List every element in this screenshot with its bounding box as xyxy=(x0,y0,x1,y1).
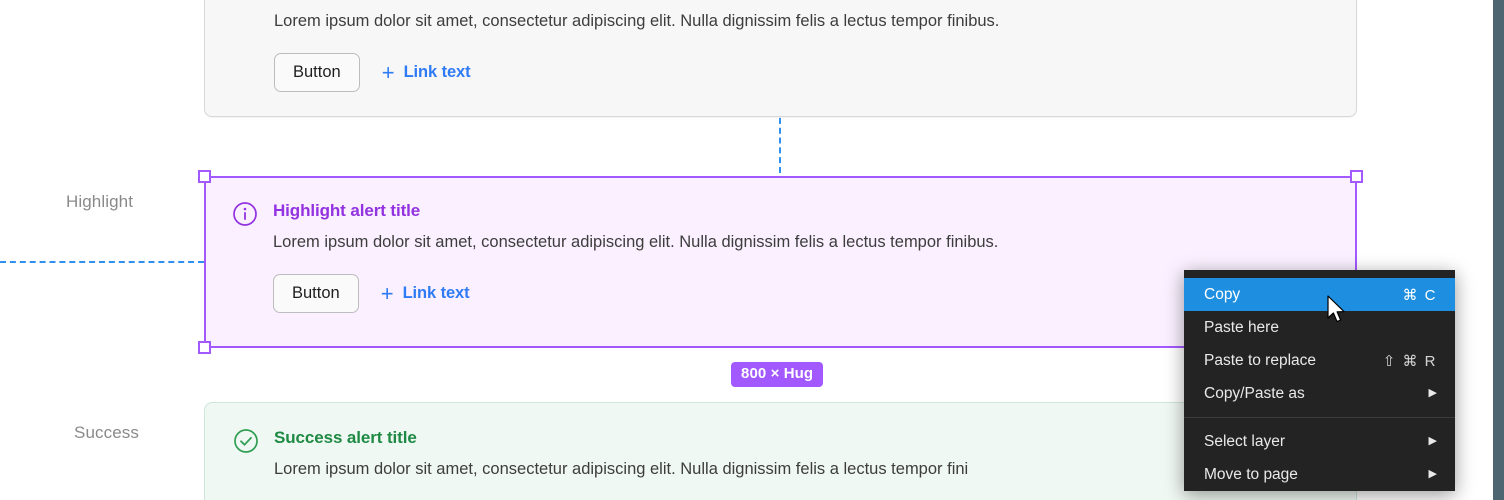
context-menu-item-paste-to-replace[interactable]: Paste to replace ⇧ ⌘ R xyxy=(1184,344,1455,377)
context-menu-item-copy[interactable]: Copy ⌘ C xyxy=(1184,278,1455,311)
alert-card-highlight[interactable]: Highlight alert title Lorem ipsum dolor … xyxy=(204,176,1357,348)
alert-card-neutral[interactable]: Lorem ipsum dolor sit amet, consectetur … xyxy=(204,0,1357,117)
context-menu-item-move-to-page[interactable]: Move to page ▶ xyxy=(1184,458,1455,491)
info-circle-icon xyxy=(232,201,258,227)
context-menu-item-label: Copy/Paste as xyxy=(1204,384,1305,402)
context-menu-item-label: Move to page xyxy=(1204,465,1298,483)
resize-handle-top-right[interactable] xyxy=(1350,170,1363,183)
plus-icon: + xyxy=(381,59,395,85)
alert-card-highlight-selection[interactable]: Highlight alert title Lorem ipsum dolor … xyxy=(198,170,1363,354)
check-circle-icon xyxy=(233,428,259,454)
alert-link-label: Link text xyxy=(403,63,471,81)
alert-title: Success alert title xyxy=(274,428,417,447)
right-edge-strip xyxy=(1493,0,1504,500)
size-badge: 800 × Hug xyxy=(731,362,824,387)
context-menu-item-select-layer[interactable]: Select layer ▶ xyxy=(1184,425,1455,458)
alert-card-success[interactable]: Success alert title Lorem ipsum dolor si… xyxy=(204,402,1357,500)
resize-handle-bottom-left[interactable] xyxy=(198,341,211,354)
context-menu-item-paste-here[interactable]: Paste here xyxy=(1184,311,1455,344)
plus-icon: + xyxy=(380,280,394,306)
alert-title: Highlight alert title xyxy=(273,201,421,220)
context-menu-item-label: Select layer xyxy=(1204,432,1285,450)
context-menu[interactable]: Copy ⌘ C Paste here Paste to replace ⇧ ⌘… xyxy=(1184,270,1455,491)
alert-description: Lorem ipsum dolor sit amet, consectetur … xyxy=(274,12,1000,30)
context-menu-item-copy-paste-as[interactable]: Copy/Paste as ▶ xyxy=(1184,377,1455,410)
alert-button[interactable]: Button xyxy=(273,274,359,313)
context-menu-item-label: Copy xyxy=(1204,285,1241,303)
chevron-right-icon: ▶ xyxy=(1428,468,1437,480)
context-menu-item-label: Paste to replace xyxy=(1204,351,1317,369)
alert-description: Lorem ipsum dolor sit amet, consectetur … xyxy=(274,460,969,478)
alert-link[interactable]: + Link text xyxy=(381,59,471,85)
alert-button[interactable]: Button xyxy=(274,53,360,92)
context-menu-item-shortcut: ⇧ ⌘ R xyxy=(1382,352,1437,370)
chevron-right-icon: ▶ xyxy=(1428,435,1437,447)
resize-handle-top-left[interactable] xyxy=(198,170,211,183)
row-label-success: Success xyxy=(74,423,139,442)
context-menu-separator xyxy=(1184,417,1455,418)
context-menu-item-shortcut: ⌘ C xyxy=(1402,286,1437,304)
alert-link[interactable]: + Link text xyxy=(380,280,470,306)
chevron-right-icon: ▶ xyxy=(1428,387,1437,399)
context-menu-item-label: Paste here xyxy=(1204,318,1279,336)
alert-link-label: Link text xyxy=(402,284,470,302)
horizontal-alignment-guide xyxy=(0,261,204,263)
row-label-highlight: Highlight xyxy=(66,192,134,211)
alert-description: Lorem ipsum dolor sit amet, consectetur … xyxy=(273,233,999,251)
